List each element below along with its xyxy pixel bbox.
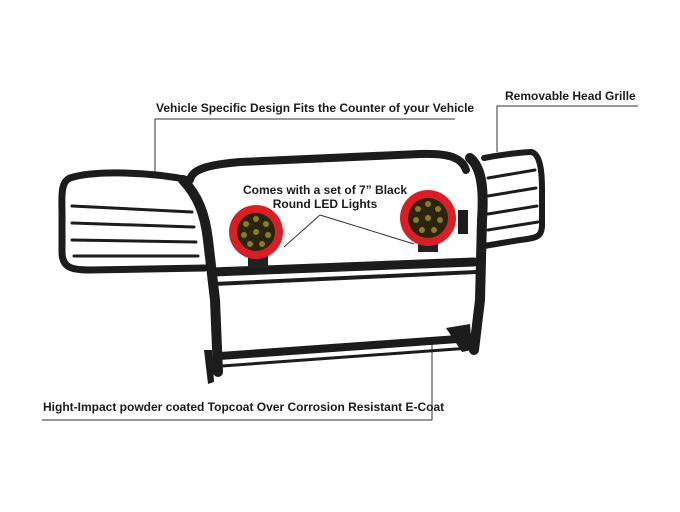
leader-vehicle-design xyxy=(154,118,455,178)
callout-led-lights: Comes with a set of 7” Black Round LED L… xyxy=(243,183,407,211)
callout-vehicle-design: Vehicle Specific Design Fits the Counter… xyxy=(156,101,475,115)
right-mount-foot xyxy=(446,324,472,352)
leader-left-light xyxy=(283,214,321,248)
leader-right-light xyxy=(319,214,415,245)
leader-head-grille xyxy=(496,105,638,152)
callout-led-lights-line1: Comes with a set of 7” Black xyxy=(243,183,408,197)
leader-coating xyxy=(42,343,433,421)
bracket xyxy=(458,210,468,234)
led-light-icon xyxy=(400,190,456,252)
guard-frame xyxy=(58,149,545,377)
leader-lines xyxy=(42,105,638,421)
left-mount-foot xyxy=(204,350,214,384)
callout-coating: Hight-Impact powder coated Topcoat Over … xyxy=(43,400,445,414)
callout-head-grille: Removable Head Grille xyxy=(505,89,636,103)
led-light-icon xyxy=(229,205,283,268)
callout-led-lights-line2: Round LED Lights xyxy=(272,197,378,211)
